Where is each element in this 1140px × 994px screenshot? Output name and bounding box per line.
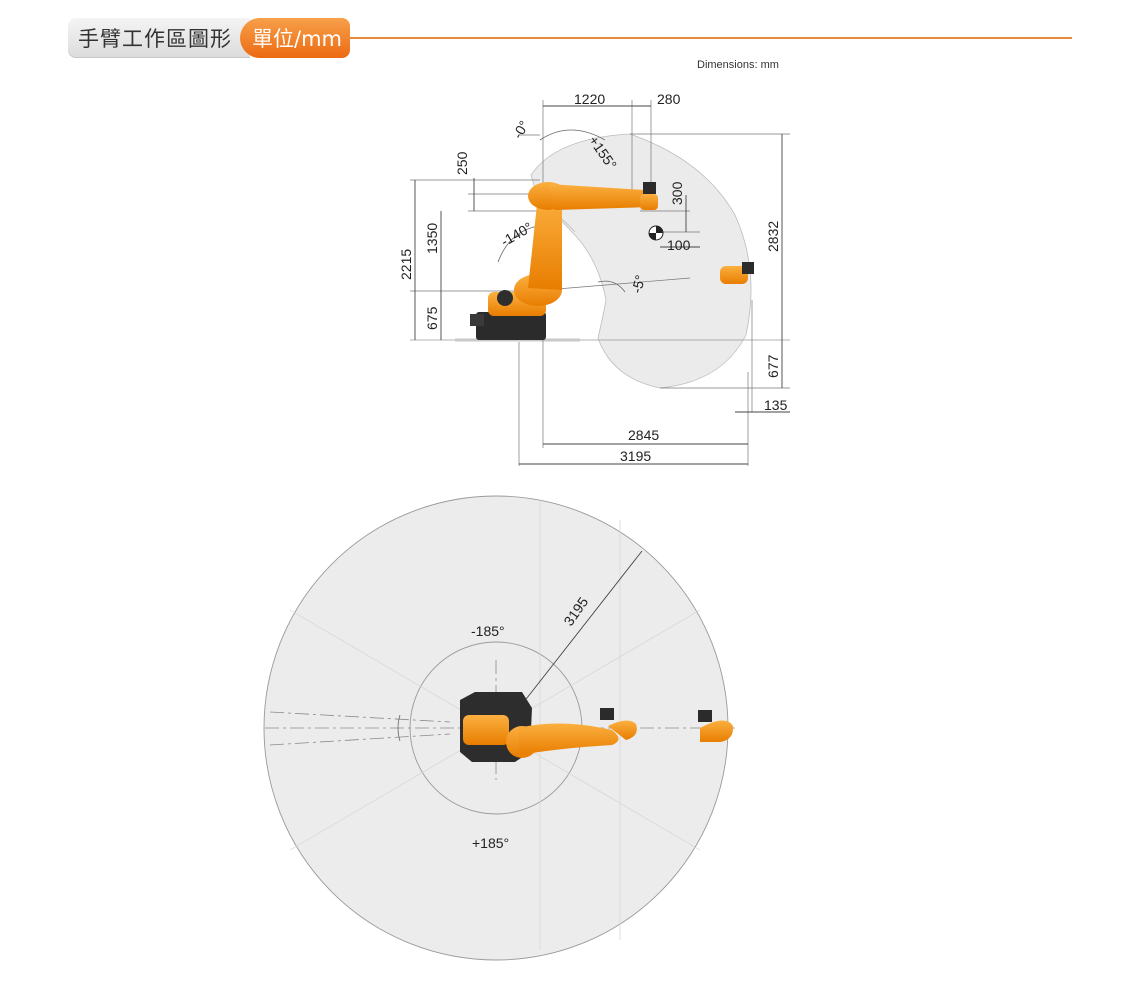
side-workspace-envelope (530, 133, 752, 389)
side-view: 1220 280 -0° +155° -140° -5° 250 1350 22… (398, 91, 790, 466)
dim-2845: 2845 (628, 427, 659, 443)
angle-minus-185: -185° (471, 623, 505, 639)
dim-2215: 2215 (398, 249, 414, 280)
dim-100: 100 (667, 237, 691, 253)
dim-135: 135 (764, 397, 788, 413)
dim-1350: 1350 (424, 223, 440, 254)
dim-280: 280 (657, 91, 681, 107)
section-header: 手臂工作區圖形 單位/mm (68, 18, 350, 58)
dim-300: 300 (669, 181, 685, 205)
dim-2832: 2832 (765, 221, 781, 252)
dim-1220: 1220 (574, 91, 605, 107)
angle-minus-140: -140° (498, 219, 535, 250)
angle-plus-185: +185° (472, 835, 509, 851)
dim-675: 675 (424, 306, 440, 330)
angle-minus-0: -0° (509, 118, 532, 142)
dim-250: 250 (454, 151, 470, 175)
dimensions-note: Dimensions: mm (697, 59, 779, 71)
angle-minus-5: -5° (628, 273, 648, 295)
dim-677: 677 (765, 354, 781, 378)
unit-badge: 單位/mm (240, 18, 350, 58)
robot-top-illustration (460, 692, 734, 762)
header-divider (346, 37, 1072, 39)
dim-3195-side: 3195 (620, 448, 651, 464)
section-title: 手臂工作區圖形 (68, 18, 250, 58)
robot-side-illustration (470, 182, 754, 340)
top-view: 3195 -185° +185° (263, 495, 735, 961)
